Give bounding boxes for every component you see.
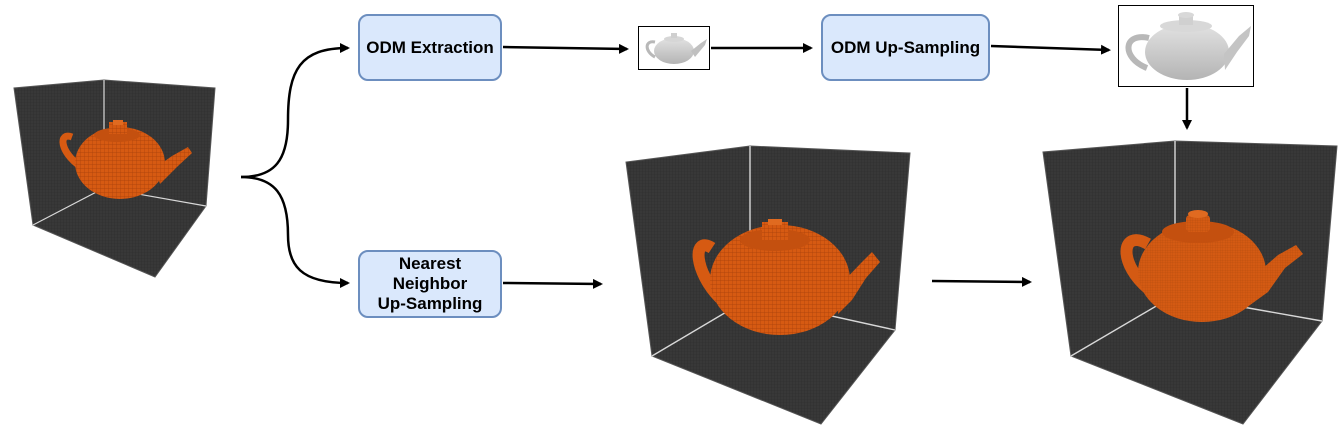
odm-upsampling-box: ODM Up-Sampling bbox=[821, 14, 990, 81]
input-voxel-cube-icon bbox=[13, 79, 216, 278]
odm-extraction-box: ODM Extraction bbox=[358, 14, 502, 81]
small-depth-map-icon bbox=[638, 26, 710, 70]
odm-extraction-label: ODM Extraction bbox=[366, 37, 494, 57]
odm-upsampling-label: ODM Up-Sampling bbox=[830, 37, 981, 57]
nearest-neighbor-upsampling-box: Nearest Neighbor Up-Sampling bbox=[358, 250, 502, 318]
large-depth-map-icon bbox=[1118, 5, 1254, 87]
nn-label-line-1: Nearest bbox=[398, 254, 462, 273]
flow-arrows bbox=[502, 43, 1192, 289]
teapot-voxel-icon bbox=[1120, 210, 1303, 322]
teapot-voxel-icon bbox=[692, 219, 880, 335]
nn-label-line-3: Up-Sampling bbox=[377, 294, 483, 313]
nn-label-line-2: Neighbor bbox=[392, 274, 468, 293]
nn-upsampled-voxel-cube-icon bbox=[625, 145, 911, 425]
teapot-voxel-icon bbox=[59, 120, 192, 199]
final-voxel-cube-icon bbox=[1042, 140, 1338, 425]
branch-connector bbox=[240, 43, 350, 288]
